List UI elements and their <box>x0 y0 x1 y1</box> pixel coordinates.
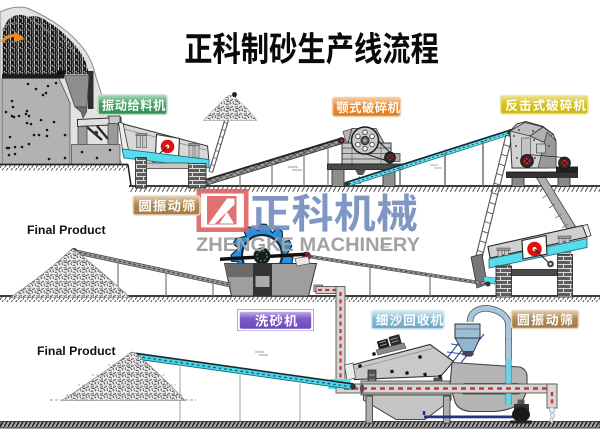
svg-text:Final Product: Final Product <box>27 223 106 237</box>
svg-text:ZHENGKE MACHINERY: ZHENGKE MACHINERY <box>196 235 420 256</box>
svg-text:Final Product: Final Product <box>37 344 116 358</box>
